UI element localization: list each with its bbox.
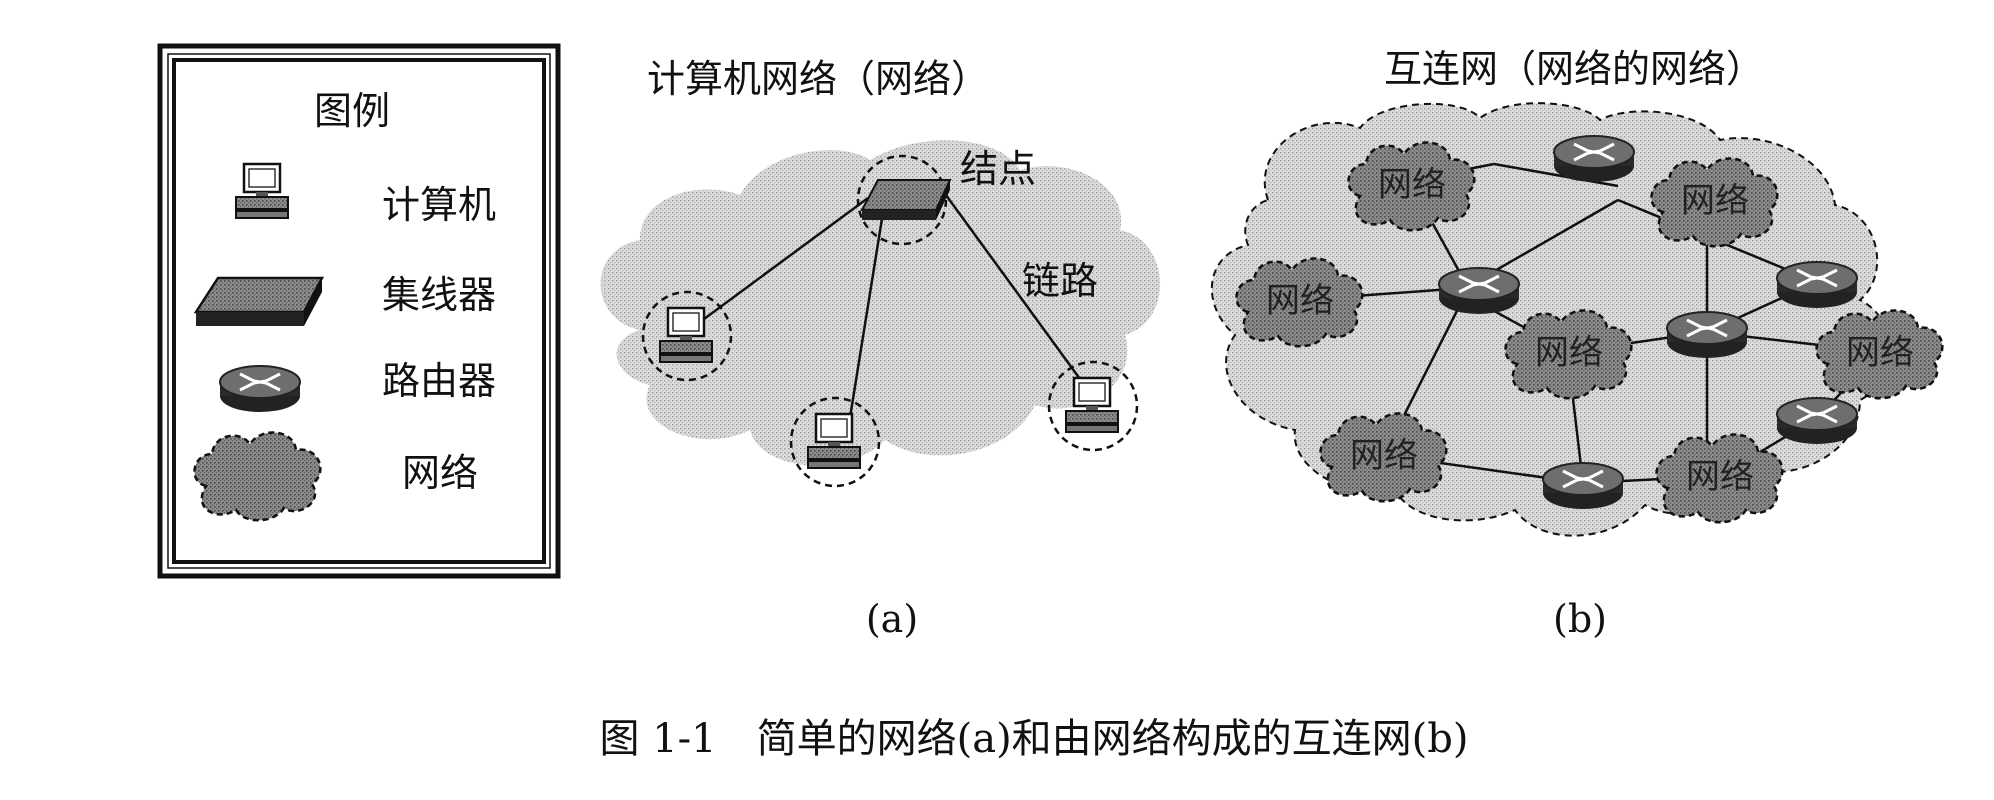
- node-label: 结点: [960, 147, 1036, 191]
- svg-text:网络: 网络: [1378, 165, 1446, 205]
- diagram-b-network-7: 网络: [1655, 433, 1784, 524]
- diagram-a-computer-3: [1047, 360, 1139, 452]
- legend-label-router: 路由器: [382, 359, 496, 403]
- legend-label-hub: 集线器: [382, 273, 496, 317]
- router-icon: [218, 364, 302, 414]
- legend-label-computer: 计算机: [382, 183, 496, 227]
- diagram-b-router-1: [1552, 134, 1636, 184]
- diagram-b-network-3: 网络: [1235, 257, 1364, 348]
- legend-label-network: 网络: [402, 451, 478, 495]
- svg-text:网络: 网络: [1350, 436, 1418, 476]
- legend-title: 图例: [314, 89, 390, 133]
- svg-text:网络: 网络: [1681, 181, 1749, 221]
- diagram-b-network-4: 网络: [1504, 309, 1633, 400]
- hub-icon: [193, 276, 325, 326]
- svg-text:网络: 网络: [1535, 333, 1603, 373]
- diagram-b-router-5: [1775, 396, 1859, 446]
- diagram-a-title: 计算机网络（网络）: [647, 57, 989, 101]
- diagram-a-hub: [856, 154, 952, 246]
- diagram-b-router-3: [1775, 260, 1859, 310]
- diagram-b-router-2: [1437, 266, 1521, 316]
- legend-box: 图例 计算机 集线器 路由器 网络: [157, 43, 561, 579]
- diagram-a-cloud: [600, 140, 1161, 466]
- svg-text:网络: 网络: [1266, 281, 1334, 321]
- diagram-a-computer-1: [641, 290, 733, 382]
- diagram-a-links: [699, 179, 1090, 431]
- figure-caption: 图 1-1 简单的网络(a)和由网络构成的互连网(b): [599, 716, 1468, 762]
- link-label: 链路: [1022, 259, 1098, 303]
- diagram-b-title: 互连网（网络的网络）: [1384, 47, 1764, 91]
- diagram-b-network-6: 网络: [1319, 412, 1448, 503]
- diagram-b-network-1: 网络: [1347, 141, 1476, 232]
- computer-icon: [234, 162, 290, 220]
- diagram-b-network-2: 网络: [1650, 157, 1779, 248]
- diagram-b-sublabel: (b): [1553, 597, 1607, 641]
- svg-text:网络: 网络: [1846, 333, 1914, 373]
- diagram-b-network-5: 网络: [1815, 309, 1944, 400]
- diagram-a-sublabel: (a): [866, 597, 918, 641]
- diagram-a-computer-2: [789, 396, 881, 488]
- diagram-a: 计算机网络（网络） 结点 链路 (a): [600, 57, 1161, 641]
- diagram-b: 互连网（网络的网络） 网络 网络: [1210, 47, 1944, 641]
- diagram-b-router-4: [1665, 310, 1749, 360]
- diagram-b-router-6: [1541, 461, 1625, 511]
- svg-text:网络: 网络: [1686, 457, 1754, 497]
